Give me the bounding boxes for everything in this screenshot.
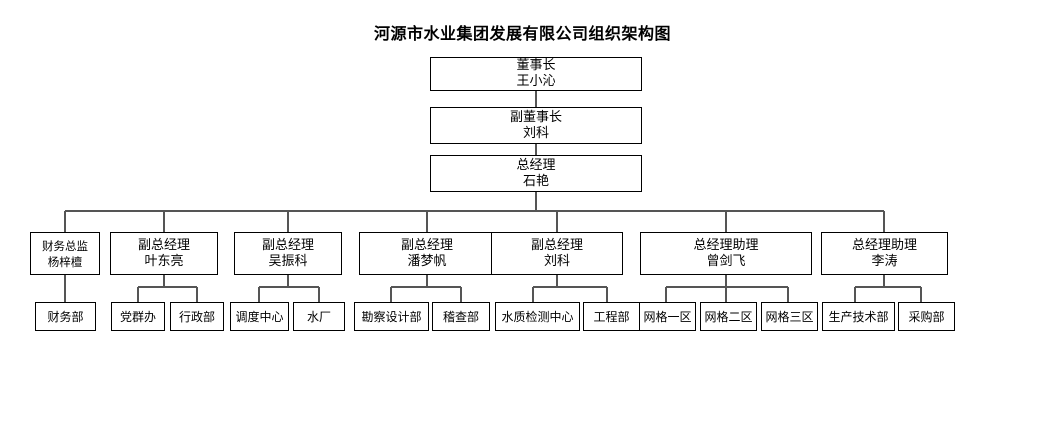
node-dept-production-title: 生产技术部 [828, 309, 889, 324]
node-general-manager[interactable]: 总经理 石艳 [430, 155, 642, 192]
node-dept-audit[interactable]: 稽查部 [432, 302, 490, 331]
node-dept-grid-3[interactable]: 网格三区 [761, 302, 818, 331]
node-assistant-li-name: 李涛 [871, 253, 898, 269]
node-assistant-li-title: 总经理助理 [851, 237, 917, 253]
node-assistant-li[interactable]: 总经理助理 李涛 [821, 232, 948, 275]
node-vice-gm-wu[interactable]: 副总经理 吴振科 [234, 232, 342, 275]
node-vice-gm-liu[interactable]: 副总经理 刘科 [491, 232, 623, 275]
node-dept-finance-title: 财务部 [47, 309, 84, 324]
node-vice-gm-pan-title: 副总经理 [400, 237, 453, 253]
node-vice-gm-pan-name: 潘梦帆 [407, 253, 447, 269]
node-dept-purchase-title: 采购部 [908, 309, 945, 324]
node-chairman-name: 王小沁 [516, 74, 556, 89]
node-dept-party[interactable]: 党群办 [111, 302, 165, 331]
node-chairman[interactable]: 董事长 王小沁 [430, 57, 642, 91]
node-dept-admin[interactable]: 行政部 [170, 302, 224, 331]
node-dept-grid-1[interactable]: 网格一区 [639, 302, 696, 331]
node-dept-waterplant[interactable]: 水厂 [293, 302, 345, 331]
node-dept-grid-1-title: 网格一区 [643, 309, 692, 324]
node-dept-production[interactable]: 生产技术部 [822, 302, 895, 331]
node-vice-gm-ye-title: 副总经理 [137, 237, 190, 253]
node-dept-dispatch[interactable]: 调度中心 [230, 302, 289, 331]
node-vice-gm-liu-title: 副总经理 [530, 237, 583, 253]
node-assistant-zeng-title: 总经理助理 [693, 237, 759, 253]
node-vice-gm-wu-name: 吴振科 [268, 253, 308, 269]
node-dept-grid-3-title: 网格三区 [765, 309, 814, 324]
node-dept-water-quality-title: 水质检测中心 [501, 309, 574, 324]
node-dept-dispatch-title: 调度中心 [235, 309, 284, 324]
node-vice-chairman-title: 副董事长 [509, 109, 562, 125]
node-general-manager-name: 石艳 [522, 173, 549, 189]
node-cfo[interactable]: 财务总监 杨梓檀 [30, 232, 100, 275]
node-vice-gm-ye-name: 叶东亮 [144, 253, 184, 269]
node-vice-chairman-name: 刘科 [522, 125, 549, 141]
node-vice-gm-wu-title: 副总经理 [261, 237, 314, 253]
node-dept-admin-title: 行政部 [178, 309, 215, 324]
node-dept-audit-title: 稽查部 [442, 309, 479, 324]
node-dept-water-quality[interactable]: 水质检测中心 [495, 302, 580, 331]
node-dept-engineering-title: 工程部 [593, 309, 630, 324]
node-dept-survey[interactable]: 勘察设计部 [354, 302, 429, 331]
node-vice-gm-pan[interactable]: 副总经理 潘梦帆 [359, 232, 495, 275]
page-title: 河源市水业集团发展有限公司组织架构图 [373, 24, 671, 43]
node-cfo-name: 杨梓檀 [47, 254, 83, 269]
node-vice-gm-ye[interactable]: 副总经理 叶东亮 [110, 232, 218, 275]
node-dept-engineering[interactable]: 工程部 [583, 302, 640, 331]
node-dept-waterplant-title: 水厂 [306, 309, 331, 324]
node-dept-grid-2[interactable]: 网格二区 [700, 302, 757, 331]
node-dept-party-title: 党群办 [119, 309, 156, 324]
node-dept-purchase[interactable]: 采购部 [898, 302, 955, 331]
node-vice-gm-liu-name: 刘科 [543, 253, 570, 269]
node-dept-survey-title: 勘察设计部 [361, 309, 422, 324]
node-vice-chairman[interactable]: 副董事长 刘科 [430, 107, 642, 144]
node-assistant-zeng[interactable]: 总经理助理 曾剑飞 [640, 232, 812, 275]
node-chairman-title: 董事长 [516, 58, 556, 73]
node-cfo-title: 财务总监 [42, 238, 88, 253]
node-general-manager-title: 总经理 [516, 157, 556, 173]
node-dept-finance[interactable]: 财务部 [35, 302, 96, 331]
node-dept-grid-2-title: 网格二区 [704, 309, 753, 324]
node-assistant-zeng-name: 曾剑飞 [706, 253, 746, 269]
